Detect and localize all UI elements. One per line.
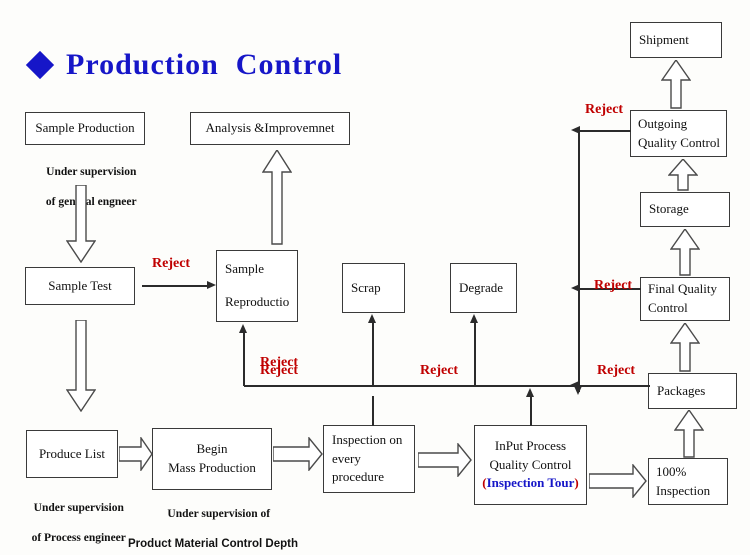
node-shipment-line-1: Shipment — [639, 31, 689, 47]
tour-paren-open: ( — [482, 475, 487, 491]
reject-label-bus-mid: Reject — [420, 363, 459, 378]
page-title: Production Control — [25, 48, 343, 82]
reject-label-final-qc: Reject — [594, 278, 633, 293]
tour-label: Inspection Tour — [486, 475, 575, 491]
block-arrow-sample-test-to-produce-list — [66, 320, 96, 412]
node-sample-reproductio-line-1: Sample — [225, 261, 264, 277]
connector-inspection-riser — [372, 396, 374, 426]
reject-label-bus-right: Reject — [597, 363, 636, 378]
block-arrow-begin-mass-production-to-inspection — [273, 437, 323, 471]
block-arrow-produce-list-to-begin-mass-production — [119, 437, 153, 471]
node-sample-production[interactable]: Sample Production — [25, 112, 145, 145]
node-sample-test-line-1: Sample Test — [48, 277, 112, 293]
node-analysis-improvement-line-1: Analysis &Improvemnet — [205, 120, 335, 136]
block-arrow-final-qc-to-storage — [670, 229, 700, 276]
block-arrow-storage-to-outgoing-qc — [668, 159, 698, 191]
node-analysis-improvement[interactable]: Analysis &Improvemnet — [190, 112, 350, 145]
block-arrow-packages-to-final-qc — [670, 323, 700, 372]
block-arrow-outgoing-qc-to-shipment — [661, 60, 691, 109]
diamond-bullet-icon — [25, 50, 55, 80]
arrowhead-packages-reject — [570, 381, 579, 389]
page-title-text: Production Control — [66, 48, 343, 81]
block-arrow-100-inspection-to-packages — [674, 410, 704, 458]
caption-produce-list-line-2: of Process engineer — [31, 531, 126, 544]
arrowhead-outgoing-qc-reject — [571, 126, 580, 134]
node-outgoing-qc-line-1: Outgoing — [638, 115, 688, 131]
node-inspection-every-procedure-line-2: every — [332, 450, 361, 466]
arrowhead-final-qc-reject — [571, 284, 580, 292]
block-arrow-sample-production-to-sample-test — [66, 185, 96, 263]
tour-paren-close: ) — [574, 475, 579, 491]
caption-sample-production-line-1: Under supervision — [46, 165, 137, 178]
node-shipment[interactable]: Shipment — [630, 22, 722, 58]
node-100-inspection-line-2: Inspection — [656, 482, 711, 498]
arrowhead-input-qc-to-bus — [526, 388, 534, 397]
node-storage-line-1: Storage — [649, 201, 689, 217]
node-degrade-line-1: Degrade — [459, 279, 504, 295]
node-sample-reproductio-line-2: Reproductio — [225, 294, 290, 309]
arrowhead-sample-test-to-reproductio — [207, 281, 216, 289]
node-produce-list[interactable]: Produce List — [26, 430, 118, 478]
node-produce-list-line-1: Produce List — [38, 445, 106, 461]
connector-degrade-riser — [474, 322, 476, 386]
node-input-process-quality-control[interactable]: InPut Process Quality Control (Inspectio… — [474, 425, 587, 505]
connector-packages-to-bus — [578, 385, 650, 387]
reject-label-mid-reproductio: Reject — [260, 355, 299, 370]
connector-scrap-riser — [372, 322, 374, 386]
node-scrap[interactable]: Scrap — [342, 263, 405, 313]
connector-sample-test-to-reproductio — [142, 285, 208, 287]
node-100-inspection-line-1: 100% — [656, 463, 687, 479]
node-degrade[interactable]: Degrade — [450, 263, 517, 313]
node-100-percent-inspection[interactable]: 100% Inspection — [648, 458, 728, 505]
node-sample-production-line-1: Sample Production — [35, 120, 135, 136]
arrowhead-to-degrade — [470, 314, 478, 323]
reject-bus-line — [244, 385, 582, 387]
reject-label-outgoing-qc: Reject — [585, 102, 624, 117]
caption-begin-mass-production-line-2: Product Material Control Depth — [128, 537, 298, 550]
connector-reproductio-riser — [243, 332, 245, 386]
block-arrow-to-analysis-improvement — [262, 150, 292, 245]
caption-produce-list: Under supervision of Process engineer — [8, 486, 138, 555]
node-inspection-every-procedure-line-1: Inspection on — [332, 431, 403, 447]
node-inspection-every-procedure[interactable]: Inspection on every procedure — [323, 425, 415, 493]
node-outgoing-qc-line-2: Quality Control — [638, 134, 720, 150]
node-packages-line-1: Packages — [657, 382, 706, 398]
node-scrap-line-1: Scrap — [351, 279, 381, 295]
connector-final-qc-to-spine — [579, 288, 641, 290]
node-input-process-qc-line-2: Quality Control — [489, 456, 572, 472]
connector-input-qc-riser — [530, 396, 532, 426]
node-begin-mass-production[interactable]: Begin Mass Production — [152, 428, 272, 490]
node-final-qc-line-2: Control — [648, 300, 688, 315]
arrowhead-to-sample-reproductio — [239, 324, 247, 333]
reject-label-bus-left: Reject — [260, 363, 299, 378]
node-input-process-qc-inspection-tour: (Inspection Tour) — [482, 474, 578, 493]
node-sample-reproductio[interactable]: Sample Reproductio — [216, 250, 298, 322]
node-final-quality-control[interactable]: Final Quality Control — [640, 277, 730, 321]
node-begin-mass-production-line-2: Mass Production — [168, 460, 256, 475]
arrowhead-to-scrap — [368, 314, 376, 323]
reject-label-sample-test: Reject — [152, 256, 191, 271]
node-begin-mass-production-line-1: Begin — [196, 441, 228, 457]
connector-outgoing-qc-to-spine — [579, 130, 631, 132]
block-arrow-input-process-qc-to-100-inspection — [589, 464, 647, 498]
block-arrow-inspection-to-input-process-qc — [418, 443, 472, 477]
caption-begin-mass-production-line-1: Under supervision of — [167, 507, 271, 520]
caption-produce-list-line-1: Under supervision — [33, 501, 124, 514]
node-storage[interactable]: Storage — [640, 192, 730, 227]
node-final-qc-line-1: Final Quality — [648, 281, 717, 297]
node-inspection-every-procedure-line-3: procedure — [332, 469, 384, 485]
reject-return-spine — [578, 130, 580, 392]
arrowhead-spine-bottom — [574, 386, 582, 395]
node-sample-test[interactable]: Sample Test — [25, 267, 135, 305]
node-outgoing-quality-control[interactable]: Outgoing Quality Control — [630, 110, 727, 157]
node-packages[interactable]: Packages — [648, 373, 737, 409]
caption-begin-mass-production: Under supervision of Product Material Co… — [128, 492, 298, 555]
node-input-process-qc-line-1: InPut Process — [494, 437, 567, 453]
